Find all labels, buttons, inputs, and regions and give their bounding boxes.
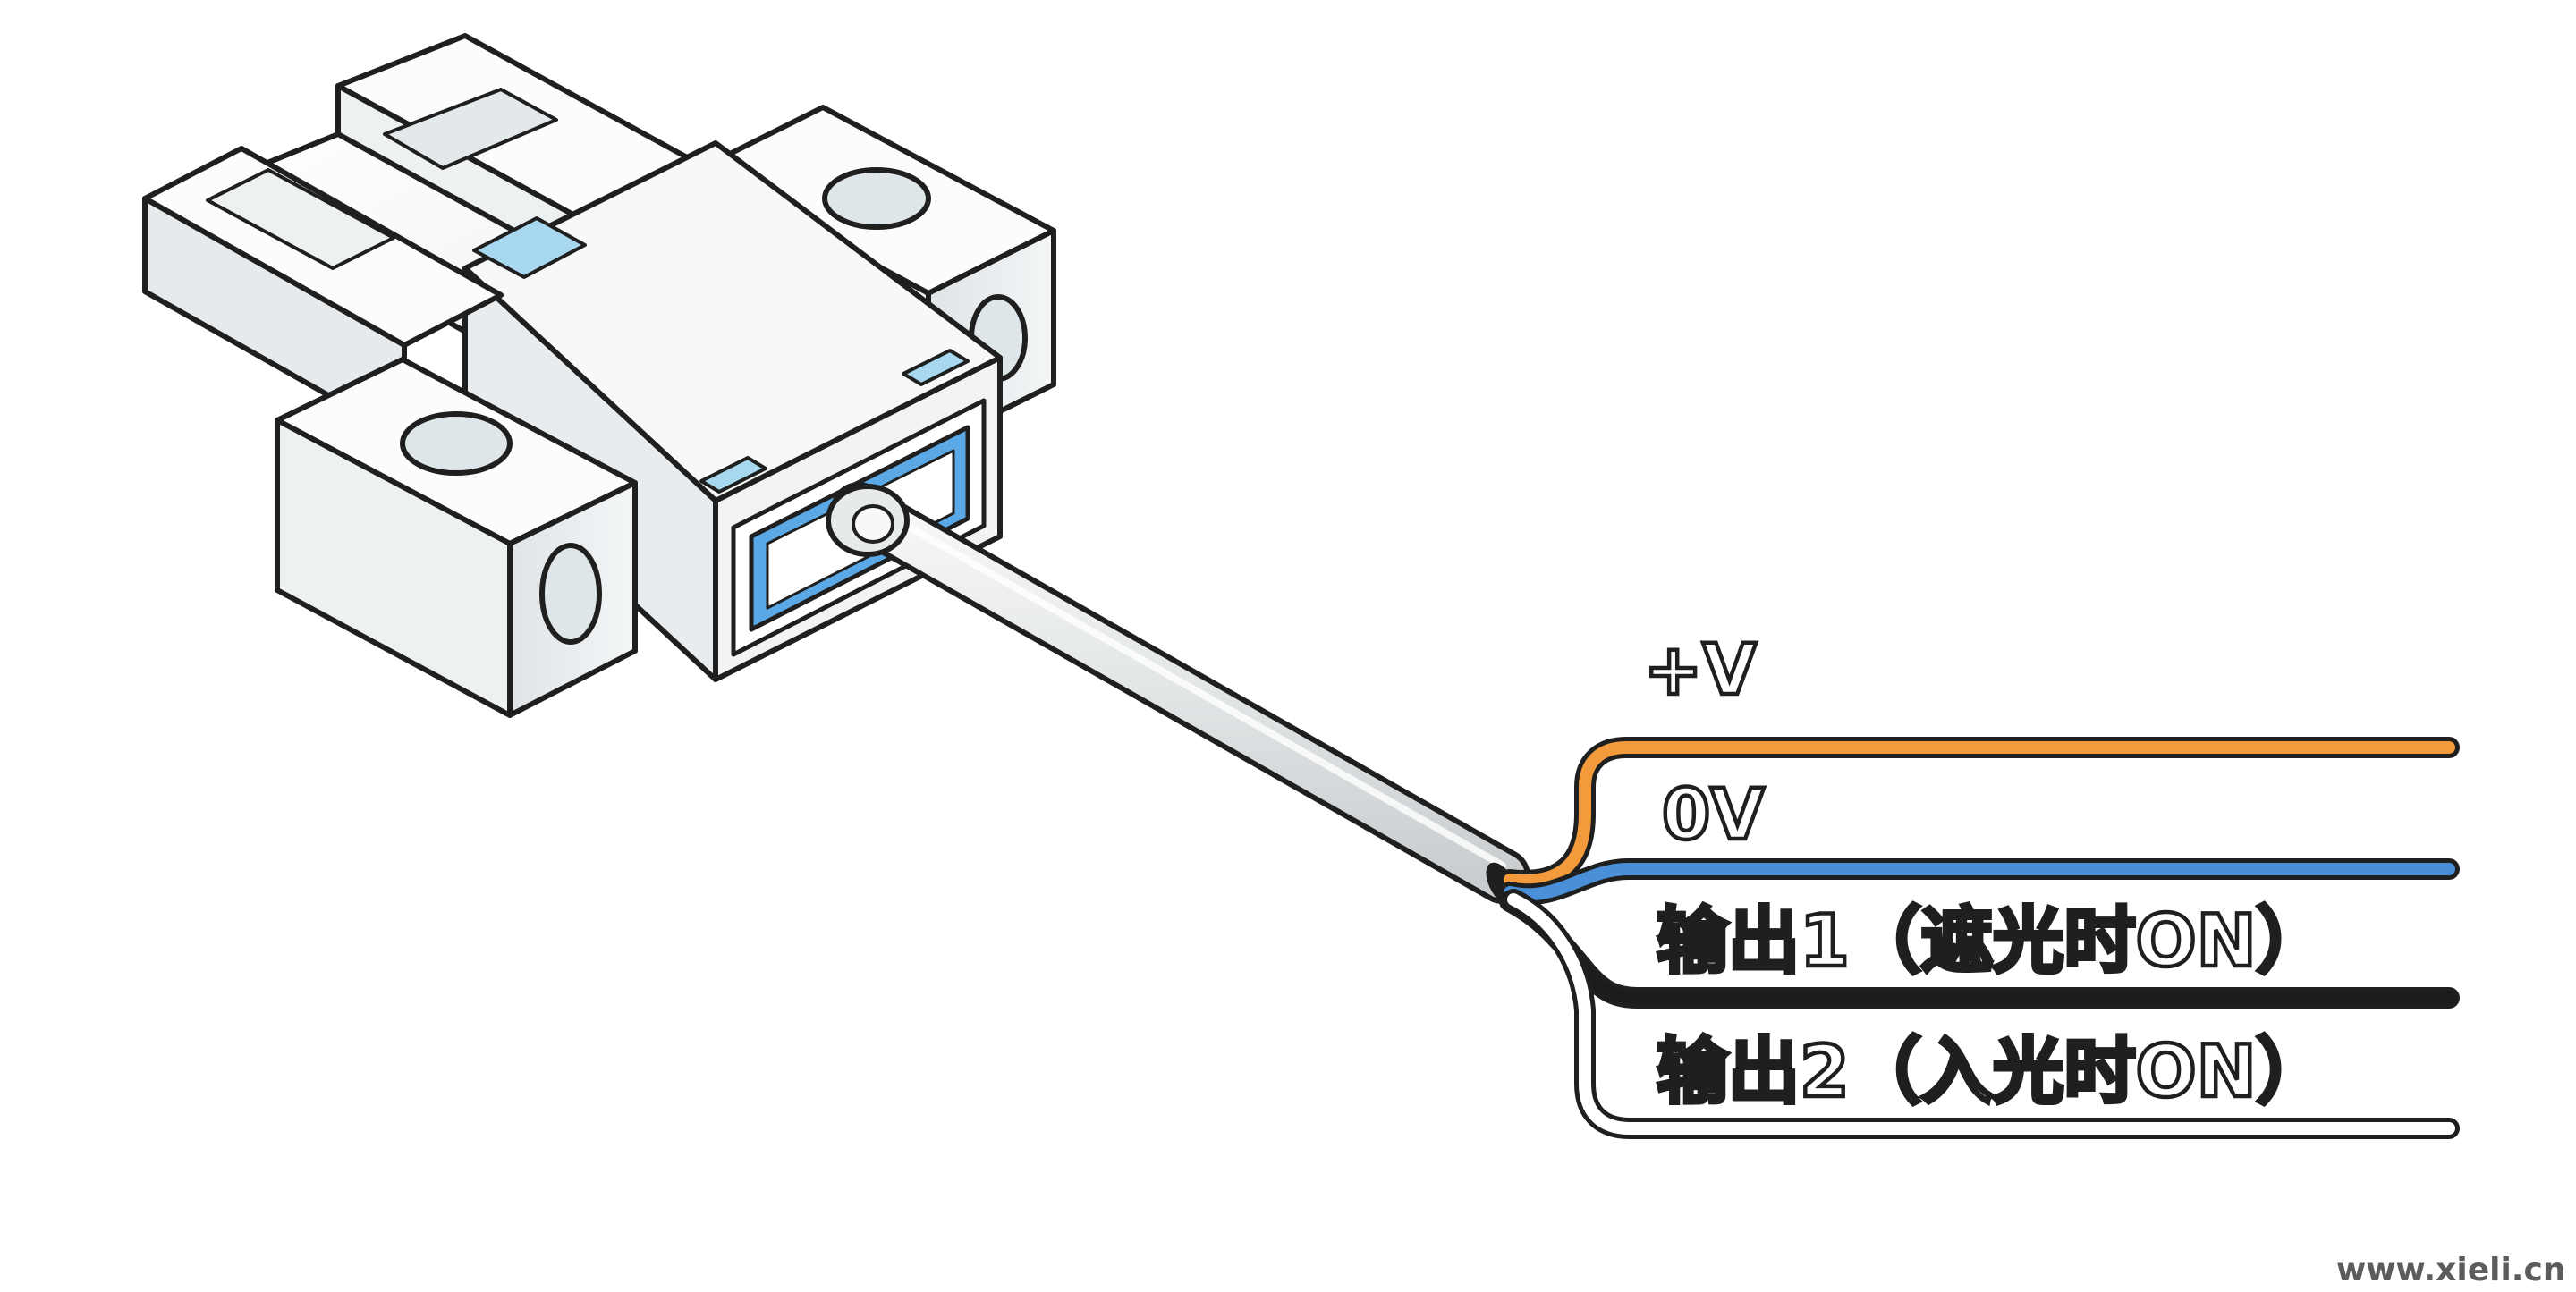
label-zero-v: 0V bbox=[1662, 775, 1765, 856]
label-plus-v: +V bbox=[1644, 630, 1757, 711]
label-output-2: 输出2（入光时ON） bbox=[1657, 1030, 2328, 1113]
watermark: www.xieli.cn bbox=[2336, 1252, 2565, 1288]
wire-labels: +V 0V 输出1（遮光时ON） 输出2（入光时ON） bbox=[1642, 629, 2330, 1116]
mounting-ear-front bbox=[275, 357, 638, 718]
indicator-window-3 bbox=[699, 456, 767, 494]
indicator-window-2 bbox=[902, 349, 970, 386]
indicator-window-1 bbox=[472, 216, 587, 279]
photoelectric-sensor-icon bbox=[142, 33, 1056, 718]
cable-icon bbox=[826, 482, 1530, 908]
wires bbox=[1499, 737, 2460, 1139]
label-output-1: 输出1（遮光时ON） bbox=[1657, 899, 2328, 983]
